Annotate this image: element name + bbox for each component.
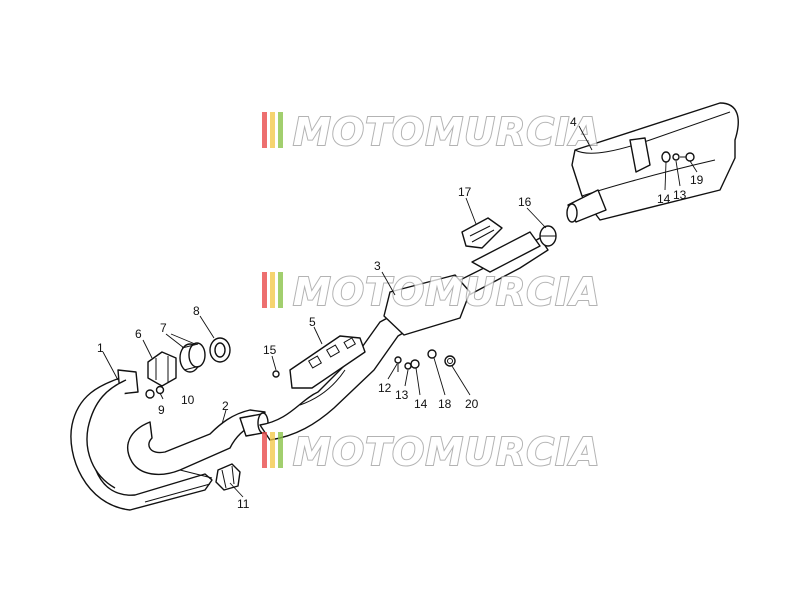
callout-19: 19 bbox=[690, 173, 704, 187]
hardware-15-screw bbox=[272, 370, 280, 378]
leader-1 bbox=[102, 351, 119, 381]
leader-10 bbox=[159, 392, 164, 400]
leader-19 bbox=[689, 160, 698, 173]
leader-7b bbox=[170, 333, 196, 345]
part-17-guard bbox=[461, 217, 503, 249]
callout-5: 5 bbox=[309, 315, 316, 329]
watermark-stripe-yellow bbox=[270, 432, 275, 468]
watermark-stripe-green bbox=[278, 112, 283, 148]
callout-11: 11 bbox=[237, 497, 250, 511]
part-7-gaskets bbox=[179, 342, 206, 373]
callout-6: 6 bbox=[135, 327, 142, 341]
part-16-clamp bbox=[539, 225, 557, 247]
callout-15: 15 bbox=[263, 343, 277, 357]
callout-7: 7 bbox=[160, 321, 167, 335]
callout-10: 10 bbox=[181, 393, 195, 407]
hardware-13-washer-upper bbox=[672, 153, 680, 161]
watermark-stripe-red bbox=[262, 112, 267, 148]
callout-4: 4 bbox=[570, 115, 577, 129]
watermark-bottom: MOTOMURCIA bbox=[262, 429, 601, 475]
callout-13-lower: 13 bbox=[395, 388, 409, 402]
callout-3: 3 bbox=[374, 259, 381, 273]
leader-lines bbox=[102, 125, 698, 498]
watermark-text: MOTOMURCIA bbox=[293, 270, 601, 314]
part-11-clamp bbox=[215, 463, 241, 491]
hardware-14-washer-lower bbox=[410, 359, 420, 369]
callout-14-upper: 14 bbox=[657, 192, 671, 206]
watermark-text: MOTOMURCIA bbox=[293, 110, 601, 154]
hardware-13-washer-lower bbox=[404, 362, 412, 370]
leader-6 bbox=[142, 339, 153, 359]
callout-labels: 1 2 3 4 5 6 7 8 9 10 11 12 13 14 18 20 1… bbox=[97, 115, 704, 511]
part-9-nut bbox=[145, 389, 155, 399]
leader-14b bbox=[664, 161, 667, 191]
part-2-rear-header-pipe bbox=[127, 409, 269, 479]
part-4-silencer bbox=[566, 102, 739, 223]
leader-5 bbox=[313, 326, 323, 345]
hardware-12-bolt bbox=[394, 356, 402, 372]
leader-14a bbox=[415, 367, 421, 396]
watermark-stripe-yellow bbox=[270, 272, 275, 308]
part-1-header-pipe bbox=[70, 369, 213, 511]
callout-17: 17 bbox=[458, 185, 472, 199]
hardware-14-washer-upper bbox=[661, 151, 671, 163]
callout-14-lower: 14 bbox=[414, 397, 428, 411]
watermark-stripe-green bbox=[278, 272, 283, 308]
leader-8 bbox=[199, 315, 215, 339]
callout-8: 8 bbox=[193, 304, 200, 318]
watermark-top: MOTOMURCIA bbox=[262, 109, 601, 155]
part-3-collector-pipe bbox=[259, 231, 549, 441]
hardware-18-spacer bbox=[427, 349, 437, 359]
leader-16 bbox=[526, 207, 547, 229]
watermark-stripe-yellow bbox=[270, 112, 275, 148]
leader-17 bbox=[465, 197, 477, 225]
leader-3 bbox=[381, 271, 396, 296]
watermark-text: MOTOMURCIA bbox=[293, 430, 601, 474]
callout-20: 20 bbox=[465, 397, 479, 411]
watermark-stripe-red bbox=[262, 432, 267, 468]
callout-2: 2 bbox=[222, 399, 229, 413]
part-5-heat-shield bbox=[289, 335, 366, 389]
watermark-stripe-red bbox=[262, 272, 267, 308]
watermark-middle: MOTOMURCIA bbox=[262, 269, 601, 315]
leader-7a bbox=[165, 333, 185, 349]
callout-9: 9 bbox=[158, 403, 165, 417]
leader-13b bbox=[675, 160, 681, 187]
part-6-clamp bbox=[147, 351, 177, 387]
leader-11 bbox=[229, 482, 244, 498]
callout-12: 12 bbox=[378, 381, 392, 395]
leader-18 bbox=[433, 357, 446, 396]
leader-13a bbox=[404, 369, 409, 387]
leader-20 bbox=[451, 365, 471, 396]
leader-2 bbox=[221, 409, 227, 425]
leader-4 bbox=[578, 125, 593, 151]
callout-18: 18 bbox=[438, 397, 452, 411]
callout-1: 1 bbox=[97, 341, 104, 355]
leader-15 bbox=[271, 355, 277, 371]
part-10-washer bbox=[155, 385, 165, 395]
part-8-ring bbox=[209, 337, 231, 363]
callout-16: 16 bbox=[518, 195, 532, 209]
hardware-20-nut bbox=[444, 355, 456, 367]
callout-13-upper: 13 bbox=[673, 188, 687, 202]
watermark-stripe-green bbox=[278, 432, 283, 468]
leader-12 bbox=[387, 363, 398, 380]
